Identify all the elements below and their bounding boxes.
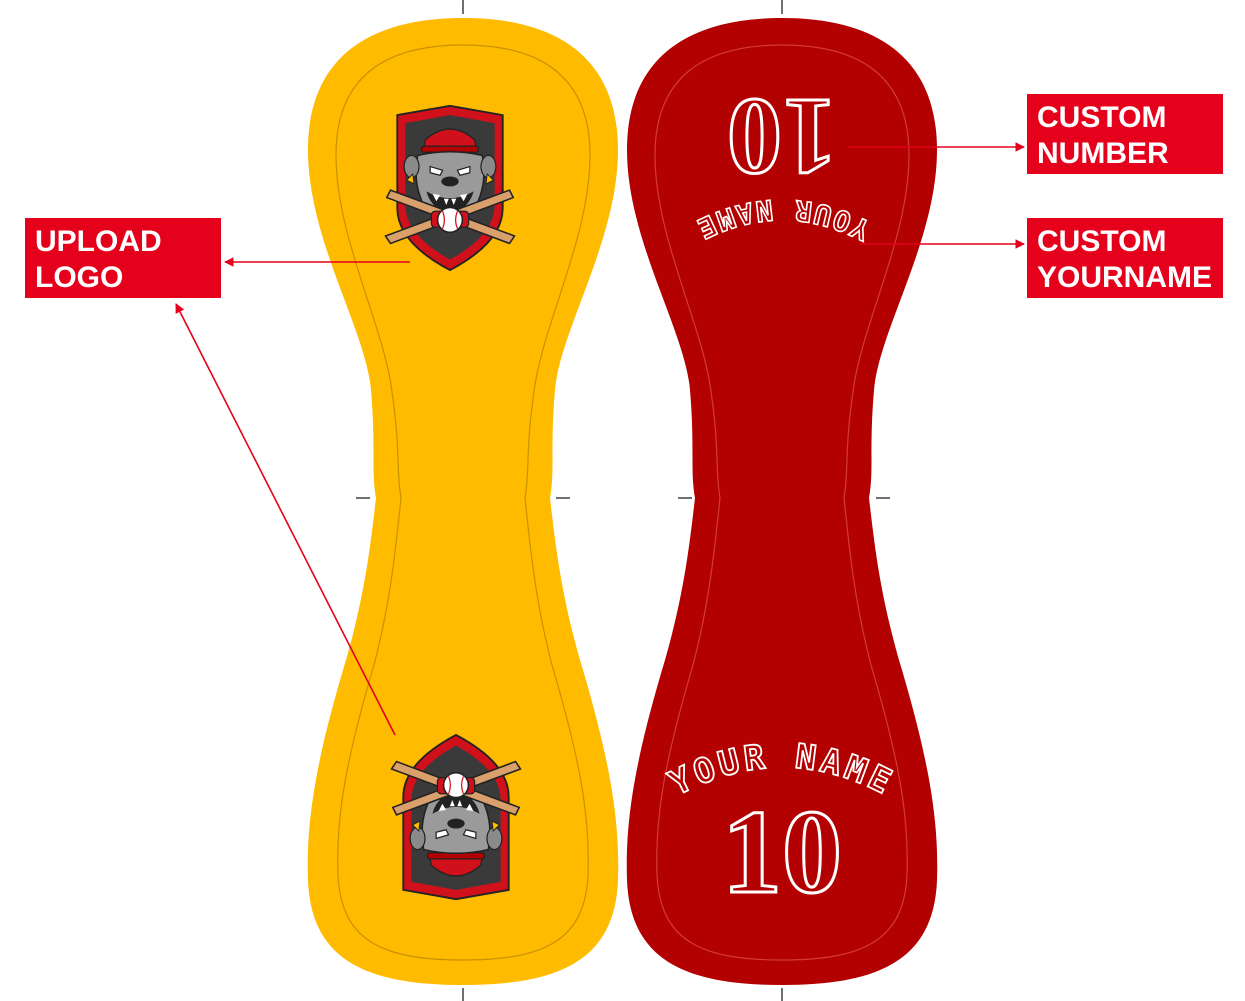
custom-number-line-1: CUSTOM — [1037, 101, 1167, 134]
upload-logo-line-2: LOGO — [35, 261, 124, 294]
right-panel-shape — [626, 18, 938, 985]
arrow-icon — [175, 303, 396, 736]
annotation-arrows — [175, 142, 1025, 736]
left-panel-inner-line — [335, 44, 591, 961]
right-panel-inner-line — [654, 44, 910, 961]
upload-logo-line-1: UPLOAD — [35, 225, 162, 258]
upload-logo-label: UPLOAD LOGO — [25, 218, 221, 298]
custom-yourname-line-2: YOURNAME — [1037, 261, 1213, 294]
custom-yourname-label: CUSTOM YOURNAME — [1027, 218, 1223, 298]
left-panel-shape — [307, 18, 619, 985]
right-panel: 10 YOUR NAME YOUR NAME 10 — [626, 18, 938, 985]
left-panel — [307, 18, 619, 985]
custom-yourname-line-1: CUSTOM — [1037, 225, 1167, 258]
bottom-number[interactable]: 10 — [721, 784, 844, 920]
top-number[interactable]: 10 — [726, 75, 839, 200]
crop-marks — [356, 0, 890, 1001]
custom-number-label: CUSTOM NUMBER — [1027, 94, 1223, 174]
custom-number-line-2: NUMBER — [1037, 137, 1169, 170]
